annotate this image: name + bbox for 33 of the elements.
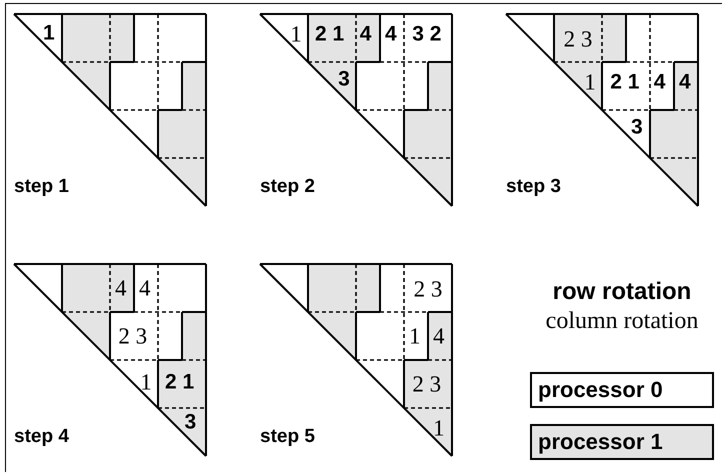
block-number: 2 1 xyxy=(315,24,344,45)
block-number: 1 xyxy=(433,416,445,440)
step-label: step 1 xyxy=(14,177,69,196)
block-number: 4 xyxy=(384,24,397,45)
block-number: 2 3 xyxy=(564,28,592,51)
block-number: 2 3 xyxy=(414,278,442,301)
step-label: step 3 xyxy=(506,177,561,196)
block-number: 1 xyxy=(290,22,302,46)
block-number: 4 xyxy=(654,72,666,93)
block-number: 4 xyxy=(360,24,372,45)
block-number: 1 xyxy=(42,22,55,44)
block-number: 4 xyxy=(433,324,445,348)
block-number: 4 xyxy=(139,276,151,300)
step-label: step 4 xyxy=(14,427,69,446)
block-number: 1 xyxy=(409,324,421,348)
block-number: 3 xyxy=(338,68,350,90)
step-label: step 2 xyxy=(260,177,315,196)
block-number: 1 xyxy=(140,370,152,394)
rotation-key-text: column rotation xyxy=(546,309,698,333)
block-number: 1 xyxy=(584,70,596,94)
step-label: step 5 xyxy=(260,427,315,446)
legend-key: processor 1 xyxy=(530,424,714,460)
block-number: 4 xyxy=(678,72,691,93)
block-number: 2 1 xyxy=(610,72,640,93)
block-number: 2 1 xyxy=(165,371,194,392)
block-number: 4 xyxy=(115,276,127,300)
block-number: 2 3 xyxy=(118,324,148,348)
rotation-key-text: row rotation xyxy=(552,280,692,304)
block-number: 2 3 xyxy=(412,372,442,396)
block-number: 3 xyxy=(184,412,196,433)
legend-key: processor 0 xyxy=(530,372,714,408)
block-number: 3 xyxy=(630,116,643,138)
block-number: 3 2 xyxy=(412,24,442,45)
